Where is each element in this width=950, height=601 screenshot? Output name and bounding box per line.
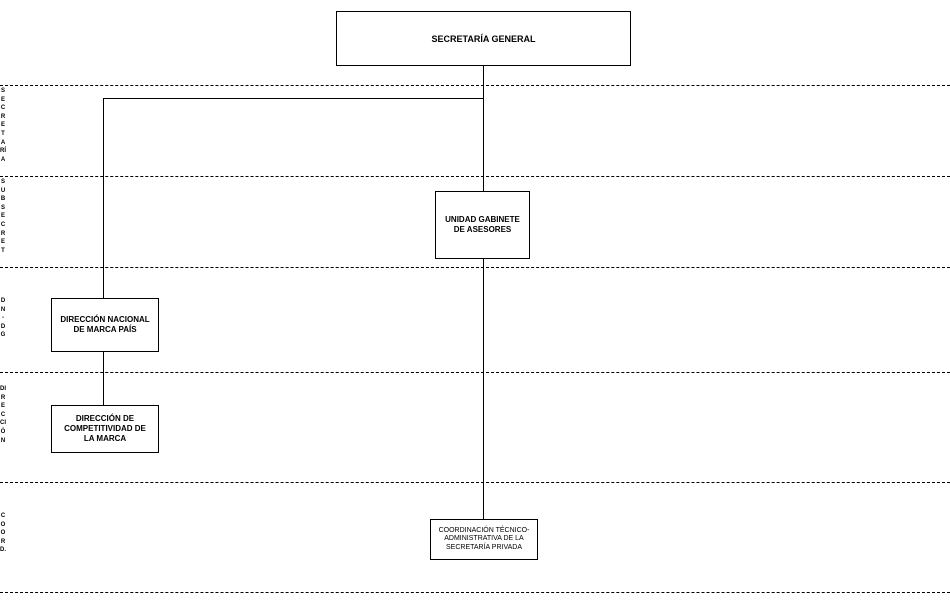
org-unit-direccion-nacional-marca-pais: DIRECCIÓN NACIONAL DE MARCA PAÍS [51, 298, 159, 352]
band-label-direccion: DIRECCIÓN [0, 386, 6, 444]
connector-line [103, 351, 104, 406]
org-unit-label: UNIDAD GABINETE DE ASESORES [445, 215, 520, 234]
band-label-dn-dg: DN-DG [0, 298, 6, 339]
connector-line [483, 258, 484, 520]
org-unit-secretaria-general: SECRETARÍA GENERAL [336, 11, 631, 66]
org-unit-direccion-competitividad-marca: DIRECCIÓN DE COMPETITIVIDAD DE LA MARCA [51, 405, 159, 453]
band-divider [0, 482, 950, 483]
org-unit-coordinacion-tecnico-administrativa: COORDINACIÓN TÉCNICO-ADMINISTRATIVA DE L… [430, 519, 538, 560]
connector-line [103, 98, 484, 99]
band-divider [0, 176, 950, 177]
connector-line [483, 65, 484, 191]
org-unit-label: DIRECCIÓN DE COMPETITIVIDAD DE LA MARCA [64, 414, 146, 443]
connector-line [103, 98, 104, 299]
band-divider [0, 592, 950, 593]
band-divider [0, 372, 950, 373]
org-unit-label: COORDINACIÓN TÉCNICO-ADMINISTRATIVA DE L… [438, 526, 530, 551]
band-label-subsecretaria: SUBSECRET [0, 179, 6, 254]
org-unit-label: SECRETARÍA GENERAL [431, 33, 536, 44]
org-unit-label: DIRECCIÓN NACIONAL DE MARCA PAÍS [60, 315, 150, 334]
band-divider [0, 267, 950, 268]
band-label-secretaria: SECRETARÍA [0, 88, 6, 163]
band-label-coordinacion: COORD. [0, 513, 6, 554]
band-divider [0, 85, 950, 86]
org-unit-unidad-gabinete-asesores: UNIDAD GABINETE DE ASESORES [435, 191, 530, 259]
